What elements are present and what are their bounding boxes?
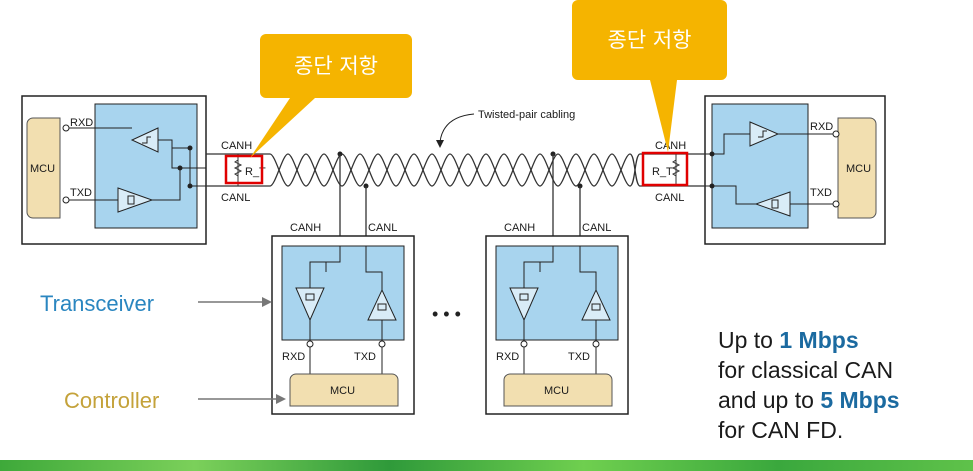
twisted-pair-bus: R_T R_T CANH CANL CANH CANL Twisted-pair… xyxy=(206,109,705,246)
right-driver-symbol xyxy=(771,199,779,209)
speed-line-3: and up to 5 Mbps xyxy=(718,385,900,415)
speed-description: Up to 1 Mbps for classical CAN and up to… xyxy=(718,325,900,445)
right-canl-label: CANL xyxy=(655,192,684,204)
mid2-txd-label: TXD xyxy=(568,351,590,363)
right-resistor-symbol xyxy=(671,159,681,177)
mid2-rxd-label: RXD xyxy=(496,351,519,363)
speed-line-2: for classical CAN xyxy=(718,357,894,383)
mid2-mcu-block xyxy=(503,373,613,407)
right-callout-text: 종단 저항 xyxy=(607,27,692,52)
mid1-canh-label: CANH xyxy=(290,222,321,234)
nodes-ellipsis: • • • xyxy=(432,304,461,324)
right-receiver-symbol xyxy=(758,130,767,138)
right-transceiver-block xyxy=(711,103,809,229)
mid1-rxd-label: RXD xyxy=(282,351,305,363)
left-txd-label: TXD xyxy=(70,187,92,199)
mid1-txd-label: TXD xyxy=(354,351,376,363)
fd-speed-value: 5 Mbps xyxy=(820,387,900,413)
bottom-green-strip xyxy=(0,460,973,471)
right-resistor-highlight xyxy=(641,151,689,187)
left-callout-text: 종단 저항 xyxy=(294,53,378,78)
speed-line-1-text: Up to xyxy=(718,327,780,353)
speed-line-4: for CAN FD. xyxy=(718,417,844,443)
controller-label: Controller xyxy=(64,388,159,413)
right-txd-label: TXD xyxy=(810,187,832,199)
left-resistor-symbol xyxy=(233,159,243,177)
left-node: MCU RXD TXD xyxy=(21,95,207,245)
mid2-mcu-label: MCU xyxy=(544,385,569,397)
mid-node-2: MCU CANH CANL RXD TXD xyxy=(485,222,629,415)
left-receiver-symbol xyxy=(142,136,151,144)
right-termination-callout: 종단 저항 xyxy=(572,0,727,80)
cable-annotation-arrow xyxy=(439,113,475,143)
right-callout-tail xyxy=(648,72,678,152)
mid1-canl-label: CANL xyxy=(368,222,397,234)
classical-speed-value: 1 Mbps xyxy=(779,327,859,353)
right-mcu-block xyxy=(837,117,877,219)
left-termination-callout: 종단 저항 xyxy=(260,34,412,98)
mid2-canh-label: CANH xyxy=(504,222,535,234)
right-resistor-label: R_T xyxy=(652,166,673,178)
mid2-canl-label: CANL xyxy=(582,222,611,234)
left-canl-label: CANL xyxy=(221,192,250,204)
left-transceiver-block xyxy=(94,103,198,229)
transceiver-label: Transceiver xyxy=(40,291,154,316)
right-node: MCU RXD TXD xyxy=(704,95,886,245)
speed-line-3-text: and up to xyxy=(718,387,821,413)
left-rxd-label: RXD xyxy=(70,117,93,129)
speed-line-1: Up to 1 Mbps xyxy=(718,325,900,355)
left-canh-label: CANH xyxy=(221,140,252,152)
mid-node-1: MCU CANH CANL RXD TXD xyxy=(271,222,415,415)
left-callout-tail xyxy=(250,86,328,158)
bus-canl-wire xyxy=(269,153,641,187)
left-driver-symbol xyxy=(127,195,135,205)
right-canh-label: CANH xyxy=(655,140,686,152)
left-resistor-highlight xyxy=(224,154,264,185)
mid1-mcu-block xyxy=(289,373,399,407)
left-mcu-label: MCU xyxy=(30,163,55,175)
right-mcu-label: MCU xyxy=(846,163,871,175)
right-rxd-label: RXD xyxy=(810,121,833,133)
mid1-mcu-label: MCU xyxy=(330,385,355,397)
cable-label: Twisted-pair cabling xyxy=(478,109,575,121)
left-mcu-block xyxy=(26,117,61,219)
